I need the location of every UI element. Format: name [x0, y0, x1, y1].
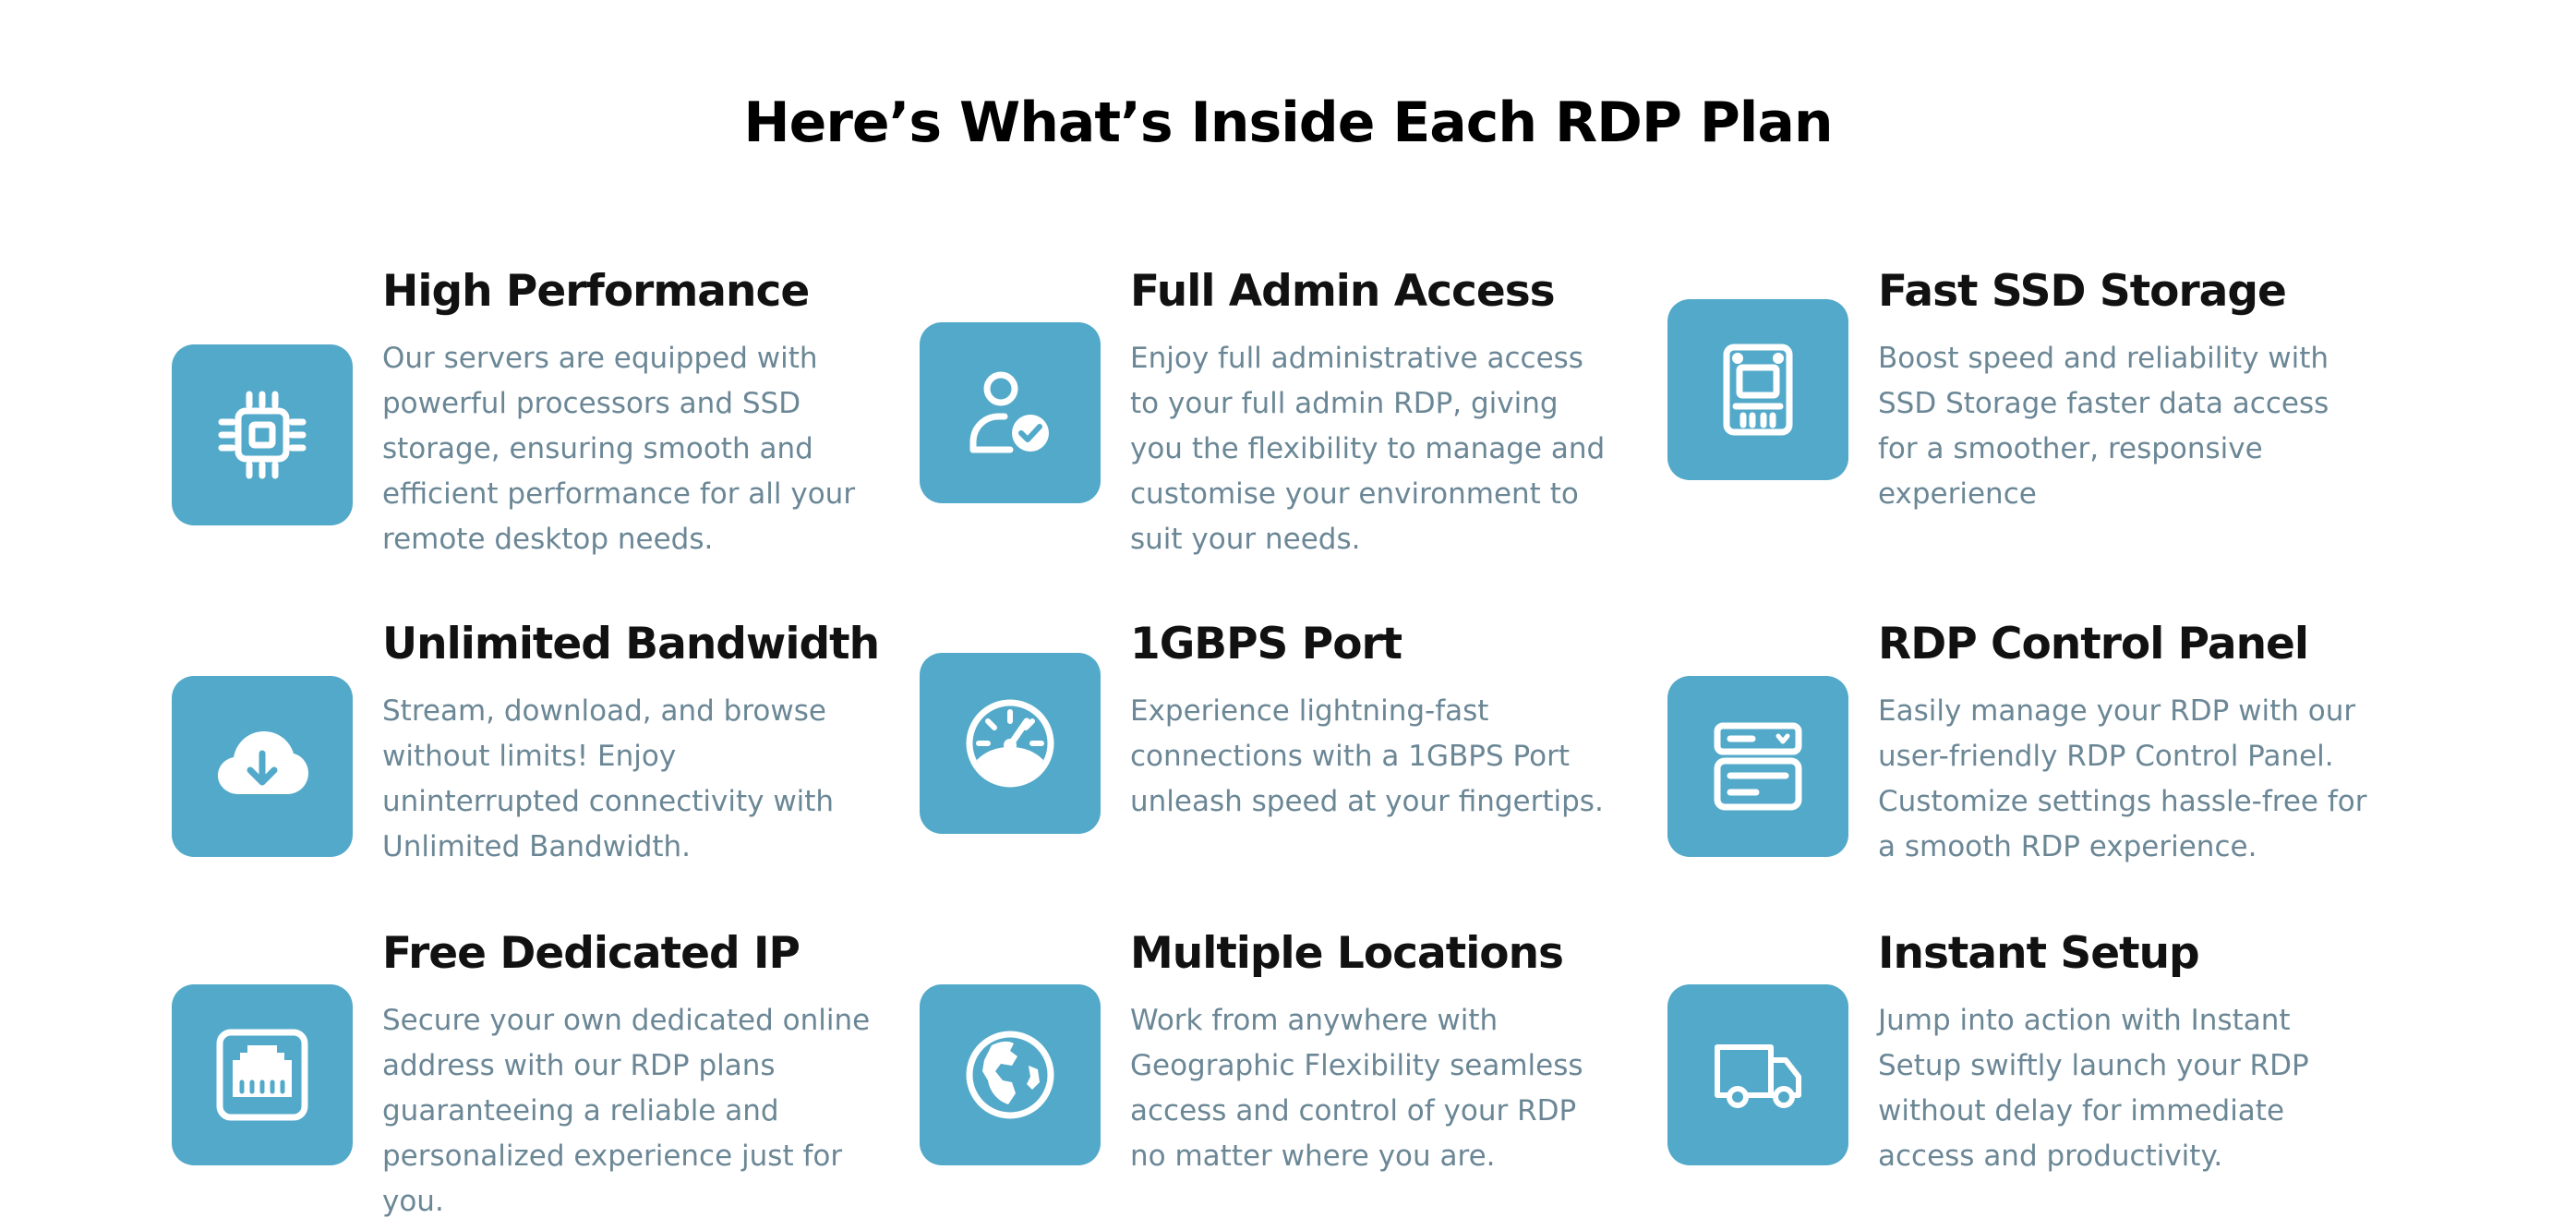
feature-title: Fast SSD Storage: [1878, 266, 2287, 317]
feature-multiple-locations: Multiple Locations Work from anywhere wi…: [920, 928, 1621, 1216]
feature-title: RDP Control Panel: [1878, 619, 2309, 669]
ethernet-port-icon: [172, 984, 353, 1165]
speedometer-icon: [920, 653, 1101, 834]
globe-icon: [920, 984, 1101, 1165]
feature-title: Multiple Locations: [1130, 928, 1564, 979]
feature-title: Free Dedicated IP: [382, 928, 800, 979]
control-panel-icon: [1667, 676, 1848, 857]
feature-description: Jump into action with Instant Setup swif…: [1878, 1004, 2309, 1173]
cpu-chip-icon: [172, 344, 353, 525]
feature-title: Instant Setup: [1878, 928, 2200, 979]
user-check-icon: [920, 322, 1101, 503]
feature-instant-setup: Instant Setup Jump into action with Inst…: [1667, 928, 2369, 1216]
feature-full-admin-access: Full Admin Access Enjoy full administrat…: [920, 266, 1621, 556]
feature-rdp-control-panel: RDP Control Panel Easily manage your RDP…: [1667, 619, 2369, 907]
feature-title: Unlimited Bandwidth: [382, 619, 880, 669]
feature-description: Experience lightning-fast connections wi…: [1130, 694, 1604, 818]
feature-title: Full Admin Access: [1130, 266, 1556, 317]
feature-1gbps-port: 1GBPS Port Experience lightning-fast con…: [920, 619, 1621, 907]
section-title: Here’s What’s Inside Each RDP Plan: [743, 90, 1833, 155]
feature-fast-ssd-storage: Fast SSD Storage Boost speed and reliabi…: [1667, 266, 2369, 554]
feature-description: Stream, download, and browse without lim…: [382, 694, 835, 863]
feature-description: Our servers are equipped with powerful p…: [382, 342, 856, 556]
feature-high-performance: High Performance Our servers are equippe…: [172, 266, 873, 556]
cloud-download-icon: [172, 676, 353, 857]
truck-icon: [1667, 984, 1848, 1165]
feature-description: Secure your own dedicated online address…: [382, 1004, 871, 1218]
feature-free-dedicated-ip: Free Dedicated IP Secure your own dedica…: [172, 928, 873, 1218]
feature-title: High Performance: [382, 266, 810, 317]
feature-description: Easily manage your RDP with our user-fri…: [1878, 694, 2367, 863]
ssd-icon: [1667, 299, 1848, 480]
feature-description: Enjoy full administrative access to your…: [1130, 342, 1606, 556]
feature-unlimited-bandwidth: Unlimited Bandwidth Stream, download, an…: [172, 619, 880, 907]
feature-description: Work from anywhere with Geographic Flexi…: [1130, 1004, 1583, 1173]
feature-title: 1GBPS Port: [1130, 619, 1402, 669]
feature-description: Boost speed and reliability with SSD Sto…: [1878, 342, 2329, 511]
